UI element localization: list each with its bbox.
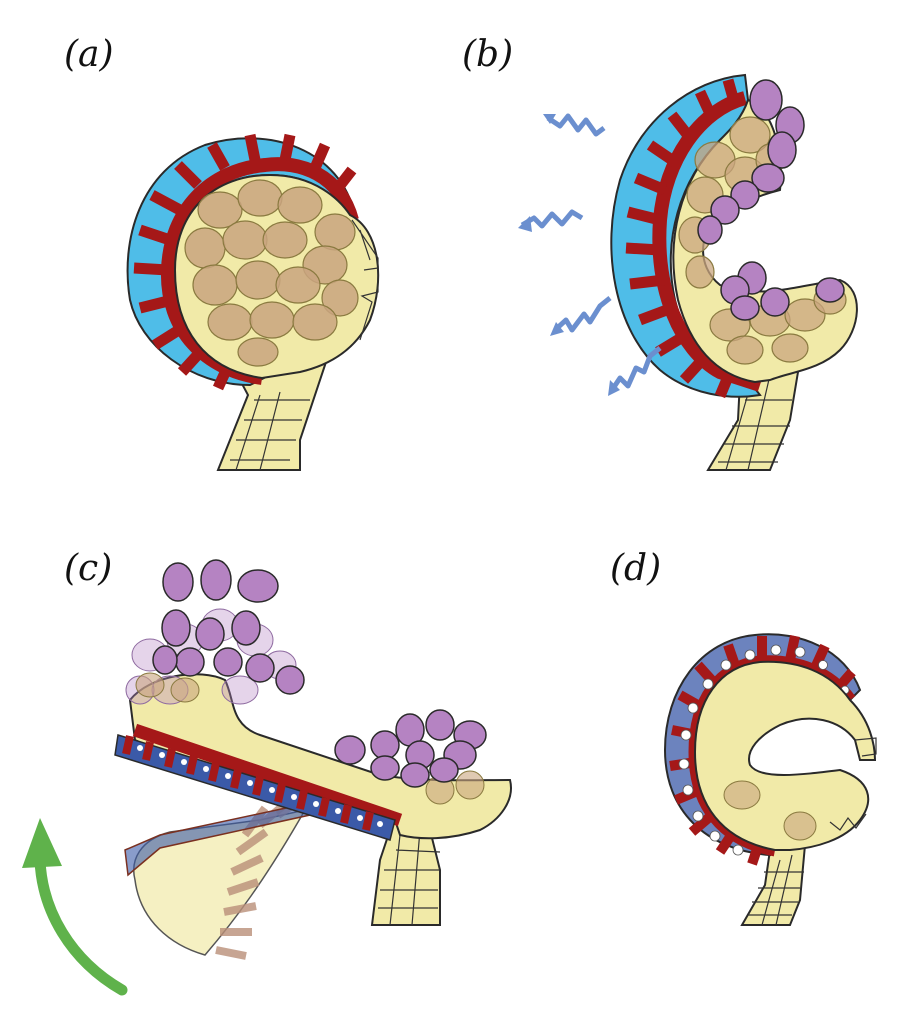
panel-a-label: (a) xyxy=(64,34,114,75)
panel-b-dehiscing-sporangium xyxy=(518,73,858,471)
panel-c-rotation-arrow xyxy=(34,854,128,996)
panel-a-sporangium xyxy=(126,133,380,471)
panel-b-waves xyxy=(520,113,662,392)
panel-d-label: (d) xyxy=(610,548,662,589)
panel-c-catapult xyxy=(22,559,512,996)
panel-d-recovered-sporangium xyxy=(663,633,877,926)
panel-b-label: (b) xyxy=(462,34,514,75)
panel-c-label: (c) xyxy=(64,548,113,589)
